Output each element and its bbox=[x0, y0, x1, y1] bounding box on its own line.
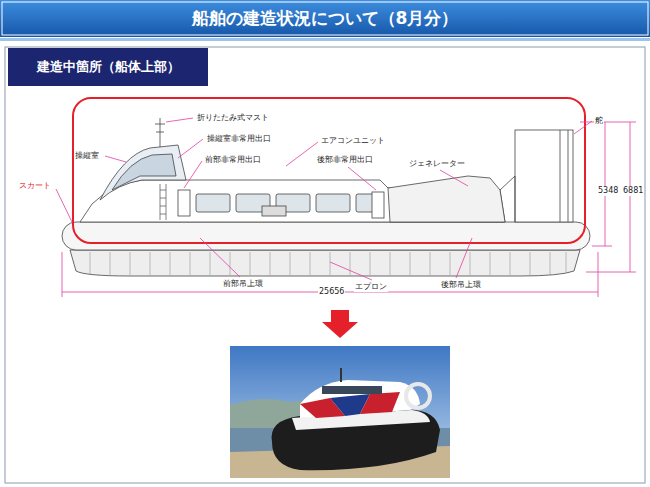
part-label: 舵 bbox=[594, 116, 604, 126]
mast-bar bbox=[156, 132, 164, 133]
ladder bbox=[160, 184, 166, 220]
hovercraft-drawing bbox=[62, 118, 590, 276]
part-label: 操縦室 bbox=[74, 151, 100, 161]
skirt-shape bbox=[70, 250, 580, 276]
part-label: 操縦室非常用出口 bbox=[206, 134, 272, 144]
slide-title: 船舶の建造状況について（8月分） bbox=[0, 8, 650, 28]
dimension-label: 25656 bbox=[318, 287, 345, 297]
rear-door bbox=[372, 192, 384, 218]
dimension-lines bbox=[62, 122, 636, 297]
panel-frame bbox=[5, 47, 645, 483]
leader-lines bbox=[56, 118, 592, 280]
part-label: 折りたたみ式マスト bbox=[196, 113, 270, 123]
aircon-unit bbox=[262, 206, 286, 216]
hull-band bbox=[62, 222, 590, 250]
part-label: スカート bbox=[18, 181, 52, 191]
mast-bar bbox=[155, 124, 165, 125]
mast bbox=[160, 118, 161, 147]
part-label: エアコンユニット bbox=[320, 136, 386, 146]
dimension-label: 6881 bbox=[622, 186, 644, 196]
propeller-duct bbox=[515, 130, 573, 222]
part-label: 後部吊上環 bbox=[440, 280, 482, 290]
section-header-box: 建造中箇所（船体上部） bbox=[8, 48, 208, 86]
highlight-outline bbox=[73, 98, 585, 243]
cockpit bbox=[100, 145, 186, 200]
front-door bbox=[178, 190, 190, 216]
down-arrow bbox=[322, 310, 358, 338]
rudder-line bbox=[560, 130, 561, 222]
engine-housing bbox=[388, 176, 505, 222]
title-underline bbox=[0, 38, 650, 41]
part-label: 前部非常用出口 bbox=[204, 155, 262, 165]
part-label: エプロン bbox=[354, 282, 388, 292]
part-label: 後部非常用出口 bbox=[316, 155, 374, 165]
dimension-label: 5348 bbox=[597, 186, 619, 196]
section-header-text: 建造中箇所（船体上部） bbox=[37, 58, 180, 76]
hovercraft-photo bbox=[230, 346, 450, 478]
part-label: ジェネレーター bbox=[408, 159, 466, 169]
duct-support bbox=[500, 176, 515, 222]
cabin-windows bbox=[196, 194, 378, 212]
skirt-segments bbox=[90, 252, 566, 275]
title-bar bbox=[0, 0, 650, 37]
part-label: 前部吊上環 bbox=[222, 279, 264, 289]
rudder-line bbox=[568, 130, 569, 222]
